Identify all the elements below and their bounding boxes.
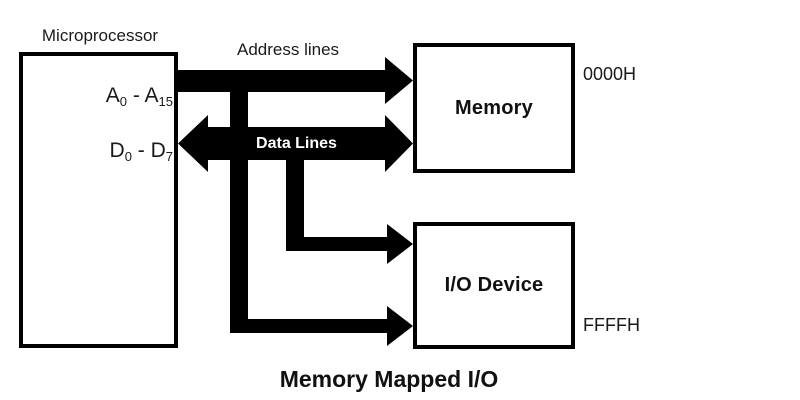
data-pins-label: D0 - D7	[109, 139, 173, 164]
address-bus-arrow	[178, 57, 413, 104]
io-device-end-address: FFFFH	[583, 315, 640, 335]
memory-label: Memory	[455, 96, 533, 119]
io-device-box: I/O Device	[413, 222, 575, 349]
address-bus-label: Address lines	[237, 40, 340, 59]
memory-start-address: 0000H	[583, 64, 637, 84]
data-bus-label: Data Lines	[256, 134, 337, 152]
diagram-caption: Memory Mapped I/O	[279, 366, 499, 392]
io-device-label: I/O Device	[444, 274, 544, 296]
data-branch-arrow	[286, 160, 413, 264]
address-branch-arrow	[230, 92, 413, 346]
microprocessor-title: Microprocessor	[41, 26, 159, 45]
memory-box: Memory	[413, 43, 575, 173]
microprocessor-box	[19, 52, 178, 348]
address-pins-label: A0 - A15	[105, 84, 173, 109]
